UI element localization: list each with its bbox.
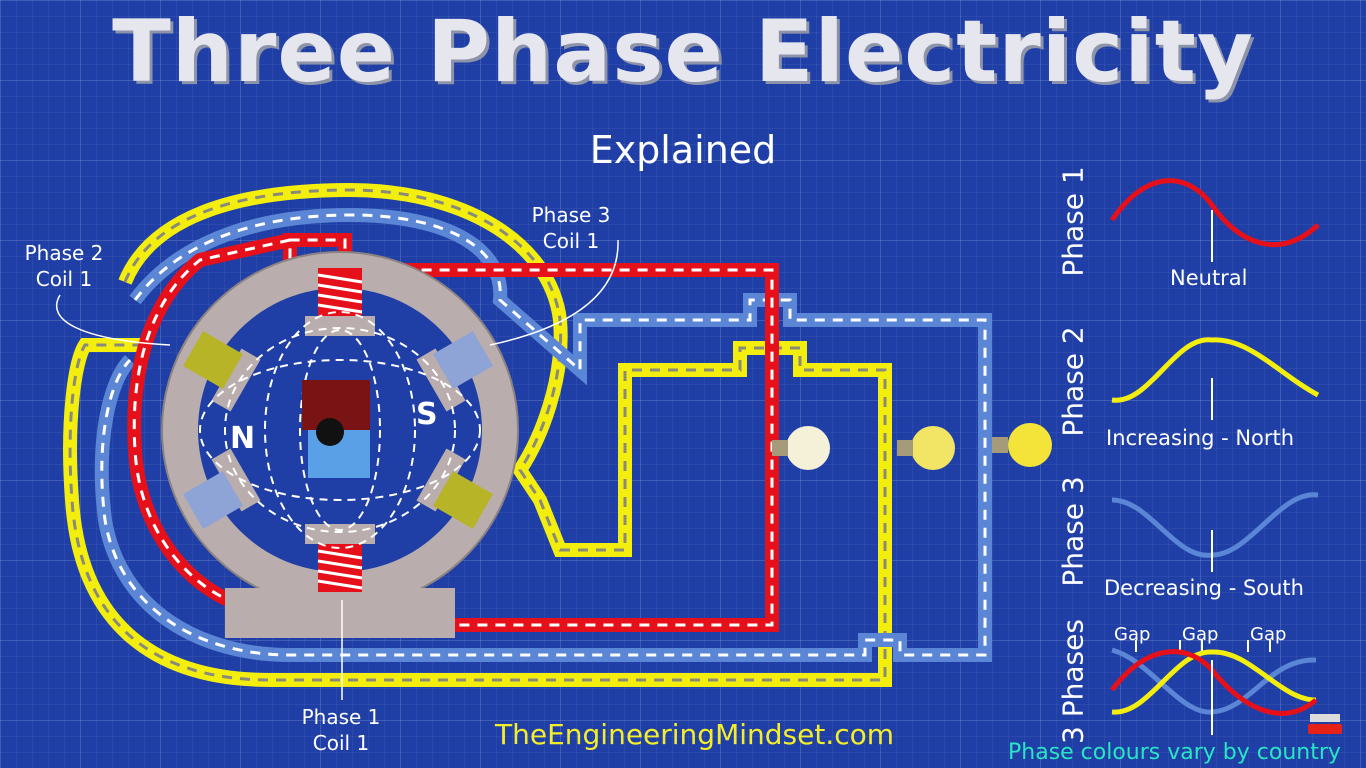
page-title: Three Phase Electricity: [112, 2, 1254, 102]
gap-label-2: Gap: [1182, 624, 1219, 645]
waveform-label-phase3: Phase 3: [1056, 476, 1090, 587]
waveform-3phases: [1110, 640, 1318, 735]
channel-logo-icon: [1308, 714, 1342, 734]
page-subtitle: Explained: [589, 128, 777, 172]
gap-label-1: Gap: [1114, 624, 1151, 645]
rotor-magnet: [302, 380, 370, 478]
phase1-coil1-label: Phase 1 Coil 1: [298, 704, 384, 756]
website-url: TheEngineeringMindset.com: [495, 718, 895, 751]
coils: [183, 268, 493, 592]
phase3-coil1-line1: Phase 3: [531, 203, 611, 227]
bulb-phase3: [992, 423, 1052, 467]
magnet-n-label: N: [230, 421, 256, 456]
waveform-label-phase2: Phase 2: [1056, 326, 1090, 437]
annotation-neutral: Neutral: [1170, 266, 1248, 290]
phase-colours-note: Phase colours vary by country: [1008, 740, 1341, 765]
waveform-phase2: [1111, 337, 1320, 420]
phase2-coil1-label: Phase 2 Coil 1: [20, 240, 108, 292]
phase2-coil1-line1: Phase 2: [24, 241, 104, 265]
waveform-phase3: [1111, 492, 1319, 572]
phase2-wire: [63, 182, 892, 687]
waveform-label-phase1: Phase 1: [1056, 166, 1090, 277]
annotation-increasing-north: Increasing - North: [1106, 426, 1295, 450]
bulb-phase2: [897, 426, 955, 470]
magnet-s-label: S: [416, 397, 438, 432]
phase3-wire: [94, 207, 992, 662]
leader-lines: [55, 239, 619, 700]
waveform-label-3phases: 3 Phases: [1056, 619, 1090, 744]
phase3-coil1-label: Phase 3 Coil 1: [526, 202, 616, 254]
phase3-coil1-line2: Coil 1: [542, 229, 600, 253]
gap-label-3: Gap: [1250, 624, 1287, 645]
waveform-phase1: [1109, 178, 1320, 262]
phase1-coil1-line1: Phase 1: [301, 705, 381, 729]
field-lines: [199, 311, 481, 549]
annotation-decreasing-south: Decreasing - South: [1104, 576, 1304, 600]
bulb-phase1: [772, 426, 830, 470]
phase1-coil1-line2: Coil 1: [312, 731, 370, 755]
phase2-coil1-line2: Coil 1: [35, 267, 93, 291]
